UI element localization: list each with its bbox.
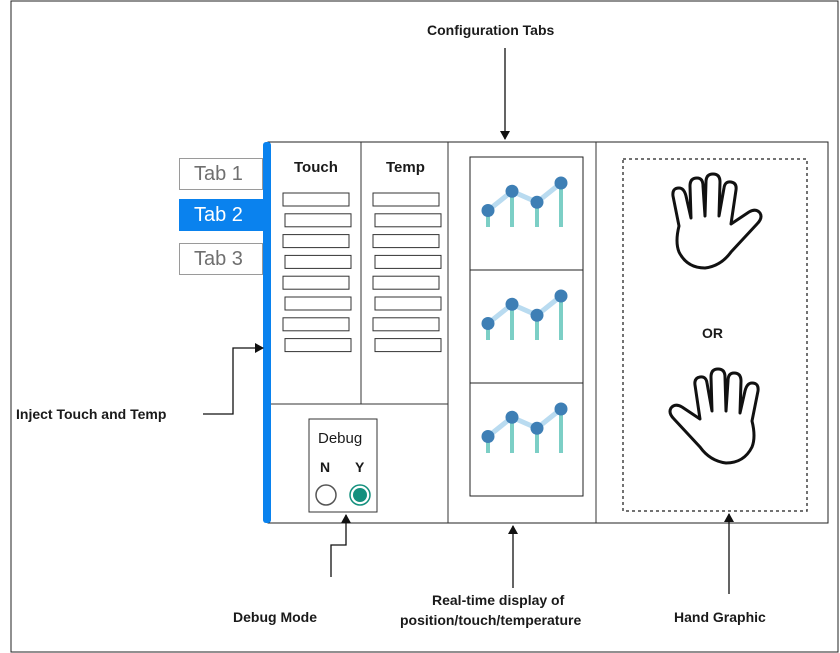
debug-label-y: Y (355, 459, 365, 475)
touch-input-field[interactable] (282, 275, 350, 290)
outer-frame (10, 0, 839, 653)
debug-label-n: N (320, 459, 331, 475)
annotation-inject-touch-temp: Inject Touch and Temp (16, 406, 167, 422)
touch-input-field[interactable] (282, 234, 350, 249)
touch-input-field[interactable] (284, 213, 352, 228)
chart-point (481, 430, 495, 443)
realtime-charts (481, 176, 568, 453)
tab-3[interactable]: Tab 3 (179, 243, 263, 275)
hand-graphic-frame (622, 158, 808, 512)
chart-point (554, 289, 568, 303)
annotation-configuration-tabs: Configuration Tabs (427, 22, 555, 38)
left-hand-icon (671, 172, 763, 270)
touch-input-field[interactable] (284, 254, 352, 269)
touch-input-field[interactable] (284, 338, 352, 353)
arrow-debug-mode (330, 514, 351, 577)
temp-input-field[interactable] (374, 296, 442, 311)
touch-input-field[interactable] (282, 317, 350, 332)
temp-input-field[interactable] (372, 275, 440, 290)
debug-title: Debug (318, 430, 363, 447)
chart-point (481, 317, 495, 330)
temp-input-field[interactable] (372, 234, 440, 249)
temp-input-field[interactable] (372, 317, 440, 332)
chart-trend-line (486, 407, 563, 439)
chart-point (505, 410, 519, 424)
chart-point (530, 308, 544, 322)
touch-input-field[interactable] (284, 296, 352, 311)
chart-point (481, 204, 495, 217)
arrow-inject-touch-temp (203, 343, 264, 415)
chart-point (530, 195, 544, 209)
active-indicator-bar (263, 142, 271, 523)
touch-input-field[interactable] (282, 192, 350, 207)
right-hand-icon (668, 367, 760, 465)
or-label: OR (702, 325, 723, 341)
annotation-realtime-line2: position/touch/temperature (400, 612, 582, 628)
debug-radio-n[interactable] (315, 484, 337, 506)
chart-trend-line (486, 294, 563, 326)
tab-2[interactable]: Tab 2 (179, 199, 263, 231)
tab-1[interactable]: Tab 1 (179, 158, 263, 190)
chart-point (505, 297, 519, 311)
temp-input-field[interactable] (374, 213, 442, 228)
temp-column-title: Temp (386, 159, 425, 176)
annotation-realtime-line1: Real-time display of (432, 592, 565, 608)
temp-input-field[interactable] (374, 338, 442, 353)
annotation-debug-mode: Debug Mode (233, 609, 317, 625)
temp-input-field[interactable] (374, 254, 442, 269)
chart-point (505, 184, 519, 198)
chart-point (554, 176, 568, 190)
annotation-hand-graphic: Hand Graphic (674, 609, 766, 625)
chart-point (554, 402, 568, 416)
touch-input-list (282, 192, 352, 353)
temp-input-list (372, 192, 442, 353)
temp-input-field[interactable] (372, 192, 440, 207)
touch-column-title: Touch (294, 159, 338, 176)
chart-point (530, 421, 544, 435)
debug-radio-y-dot (353, 488, 367, 502)
chart-trend-line (486, 181, 563, 213)
